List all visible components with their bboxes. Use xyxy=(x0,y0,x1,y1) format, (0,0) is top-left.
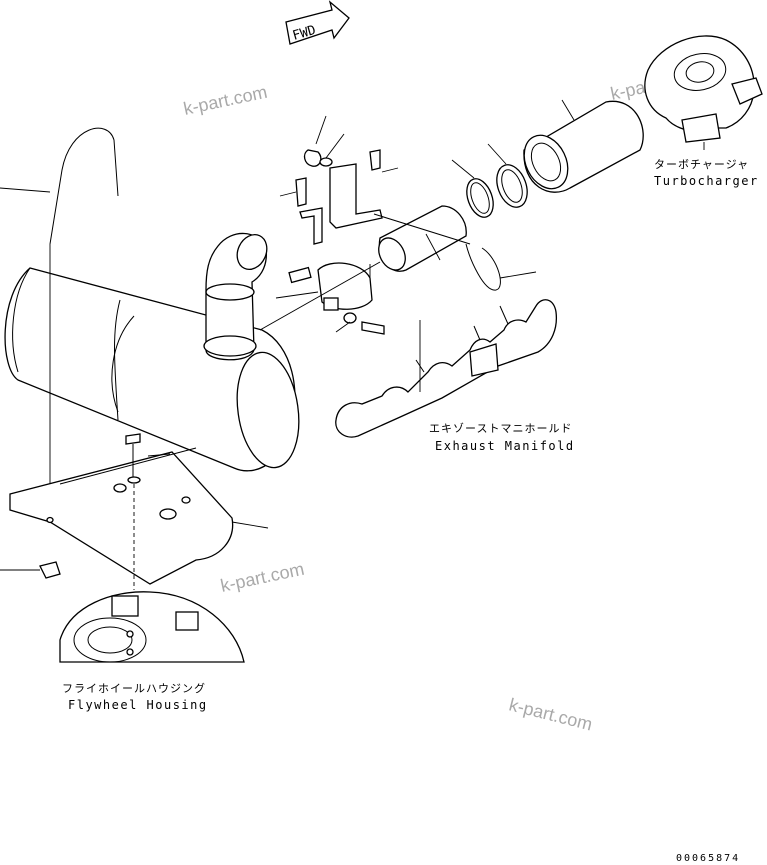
heat-shield-cover xyxy=(9,447,269,585)
exhaust-manifold xyxy=(335,264,558,438)
u-bolt xyxy=(465,243,537,291)
turbo-outlet-adapter xyxy=(523,99,644,193)
muffler-hanger-rod xyxy=(49,127,121,520)
label-turbocharger-en: Turbocharger xyxy=(654,174,759,188)
watermark: k-part.com xyxy=(182,82,269,119)
bolt-set-clamp xyxy=(335,312,385,335)
label-flywheel-housing-ja: フライホイールハウジング xyxy=(62,681,206,695)
fwd-arrow: FWD xyxy=(285,0,350,45)
exhaust-pipe xyxy=(259,205,471,331)
exhaust-bracket xyxy=(279,115,399,245)
muffler xyxy=(0,187,300,472)
drawing-code: 00065874 xyxy=(676,853,740,864)
label-turbocharger: ターボチャージャ Turbocharger xyxy=(654,158,759,188)
label-exhaust-manifold-ja: エキゾーストマニホールド xyxy=(429,422,572,435)
seal-rings xyxy=(451,143,528,218)
muffler-elbow-pipe xyxy=(203,232,268,361)
label-turbocharger-ja: ターボチャージャ xyxy=(654,158,749,171)
label-flywheel-housing-en: Flywheel Housing xyxy=(68,698,208,712)
flange-nut xyxy=(0,561,61,579)
label-flywheel-housing: フライホイールハウジング Flywheel Housing xyxy=(62,681,208,712)
cover-bolt xyxy=(125,433,171,590)
watermark: k-part.com xyxy=(507,694,594,734)
watermark: k-part.com xyxy=(219,559,306,596)
label-exhaust-manifold-en: Exhaust Manifold xyxy=(435,439,575,453)
clamp xyxy=(275,262,373,311)
flywheel-housing xyxy=(59,591,245,663)
turbocharger xyxy=(644,35,763,150)
label-exhaust-manifold: エキゾーストマニホールド Exhaust Manifold xyxy=(429,422,575,453)
fwd-label: FWD xyxy=(291,23,318,44)
